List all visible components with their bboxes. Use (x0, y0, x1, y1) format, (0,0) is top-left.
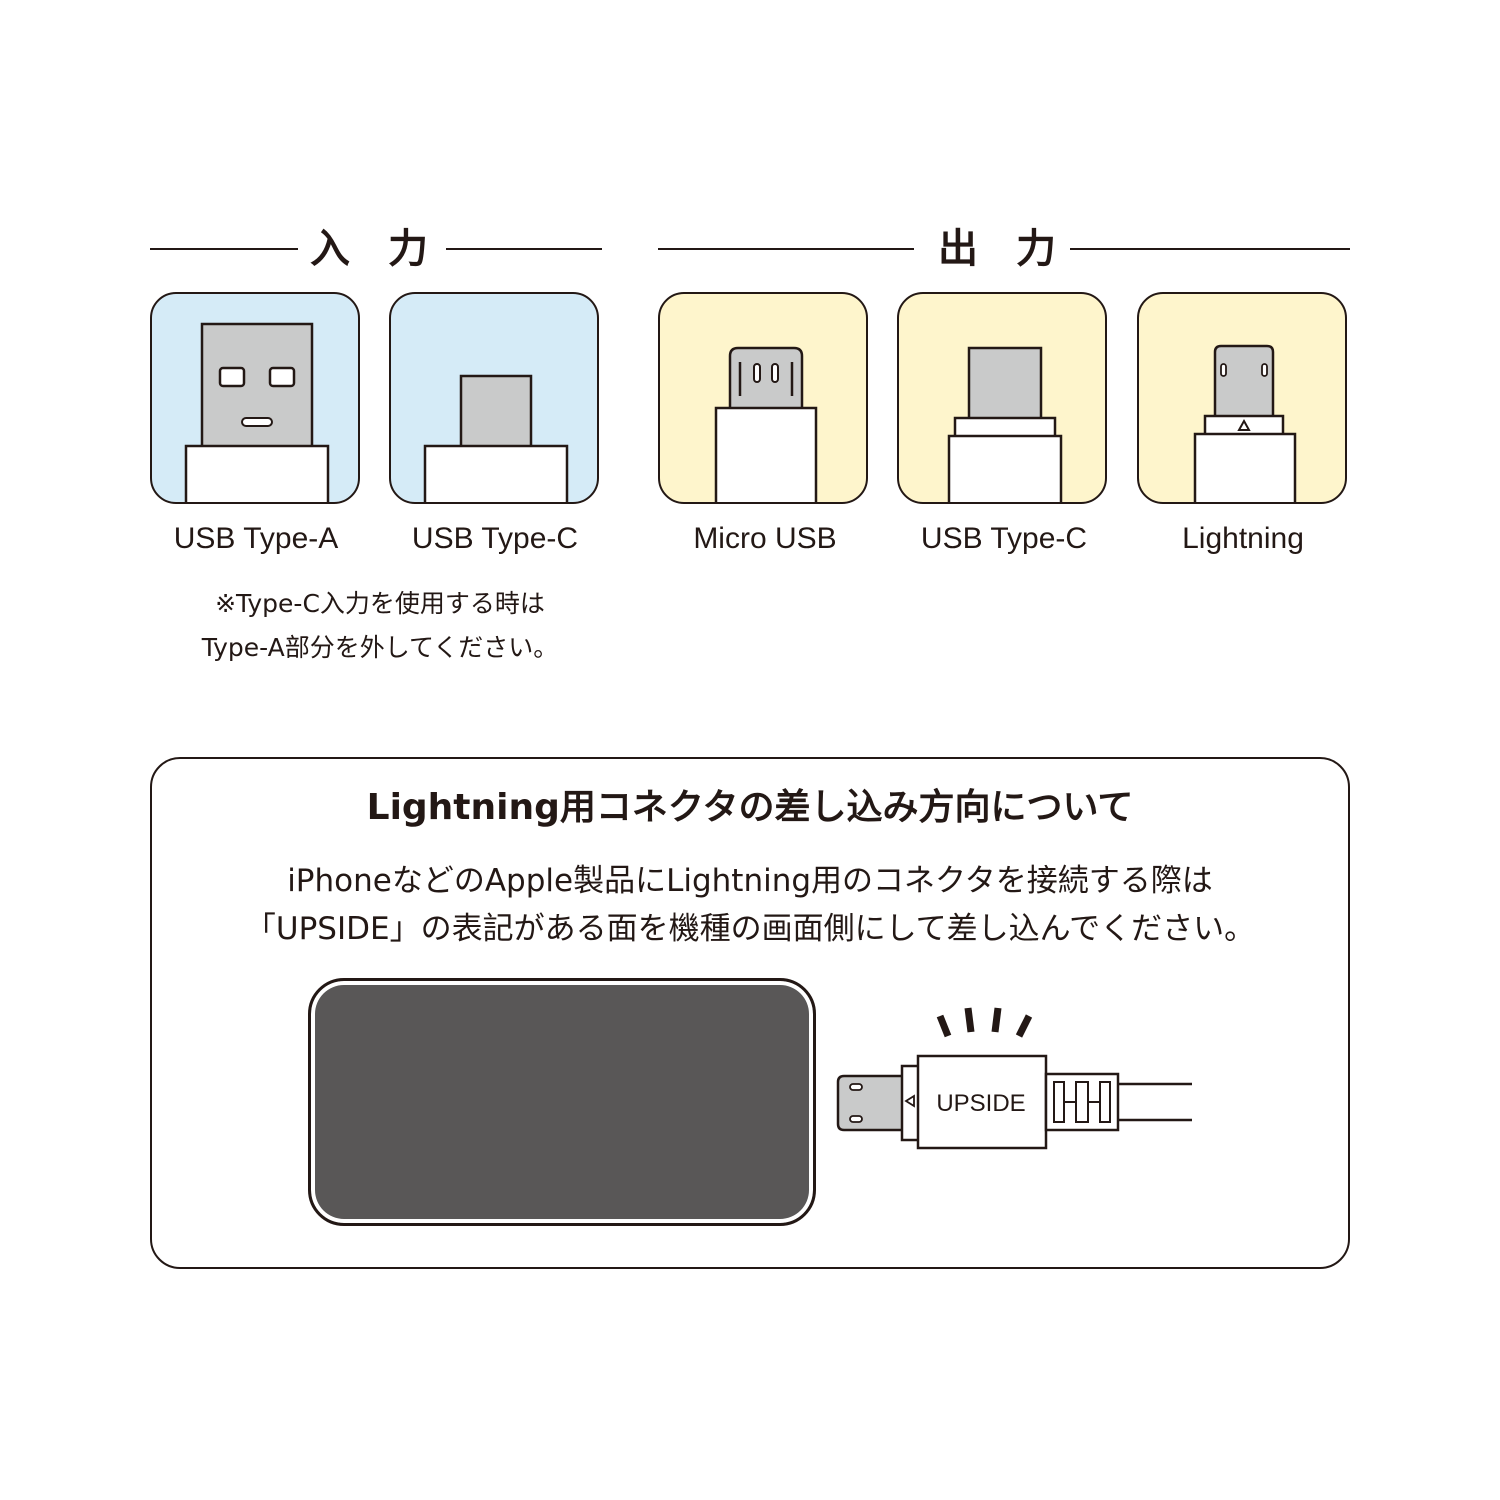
output-heading: 出 力 (658, 222, 1350, 276)
panel-title: Lightning用コネクタの差し込み方向について (366, 787, 1134, 828)
device-illustration (308, 978, 816, 1226)
usb-type-c-icon (947, 346, 1063, 502)
panel-text-line-2: 「UPSIDE」の表記がある面を機種の画面側にして差し込んでください。 (244, 911, 1256, 947)
emphasis-marks-icon (936, 1007, 1033, 1038)
input-heading-title: 入 力 (310, 226, 440, 272)
lightning-orientation-panel (150, 757, 1350, 1269)
usb-type-a-icon (184, 322, 330, 502)
input-heading: 入 力 (150, 222, 602, 276)
usb-type-c-output-tile (897, 292, 1107, 504)
lightning-icon (1193, 344, 1297, 502)
usb-type-c-output-label: USB Type-C (920, 522, 1088, 555)
usb-type-c-input-tile (389, 292, 599, 504)
upside-label: UPSIDE (936, 1090, 1025, 1117)
lightning-cable-icon: UPSIDE (836, 1007, 1192, 1150)
usb-type-c-input-label: USB Type-C (411, 522, 579, 555)
panel-text-line-1: iPhoneなどのApple製品にLightning用のコネクタを接続する際は (287, 863, 1213, 899)
output-heading-rule-right (1070, 248, 1350, 250)
type-c-note-line-2: Type-A部分を外してください。 (201, 633, 559, 662)
input-heading-rule-left (150, 248, 298, 250)
usb-type-a-tile (150, 292, 360, 504)
micro-usb-tile (658, 292, 868, 504)
input-heading-rule-right (446, 248, 602, 250)
lightning-tile (1137, 292, 1347, 504)
micro-usb-icon (714, 346, 818, 502)
lightning-label: Lightning (1182, 522, 1304, 555)
usb-type-c-icon (423, 374, 569, 502)
usb-type-a-label: USB Type-A (173, 522, 339, 555)
output-heading-title: 出 力 (938, 226, 1068, 272)
output-heading-rule-left (658, 248, 914, 250)
type-c-note-line-1: ※Type-C入力を使用する時は (215, 589, 545, 618)
micro-usb-label: Micro USB (693, 522, 837, 555)
